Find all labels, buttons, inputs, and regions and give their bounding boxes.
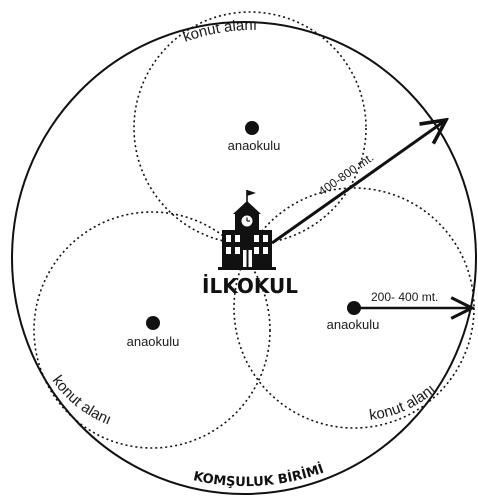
left-kindergarten-label: anaokulu — [127, 334, 180, 349]
top-kindergarten-label: anaokulu — [228, 138, 281, 153]
top-service-circle — [133, 11, 367, 245]
primary-school-label: İLKOKUL — [202, 274, 298, 298]
left-kindergarten-dot — [146, 316, 160, 330]
small-radius-label: 200- 400 mt. — [371, 290, 438, 304]
right-kindergarten-label: anaokulu — [327, 317, 380, 332]
top-residential-label: konut alanı — [181, 17, 257, 46]
left-service-circle — [33, 211, 271, 449]
school-building-icon — [218, 190, 276, 270]
neighborhood-boundary — [11, 21, 477, 495]
large-radius-arrow — [271, 120, 446, 245]
top-kindergarten-dot — [245, 121, 259, 135]
right-kindergarten-dot — [347, 301, 361, 315]
